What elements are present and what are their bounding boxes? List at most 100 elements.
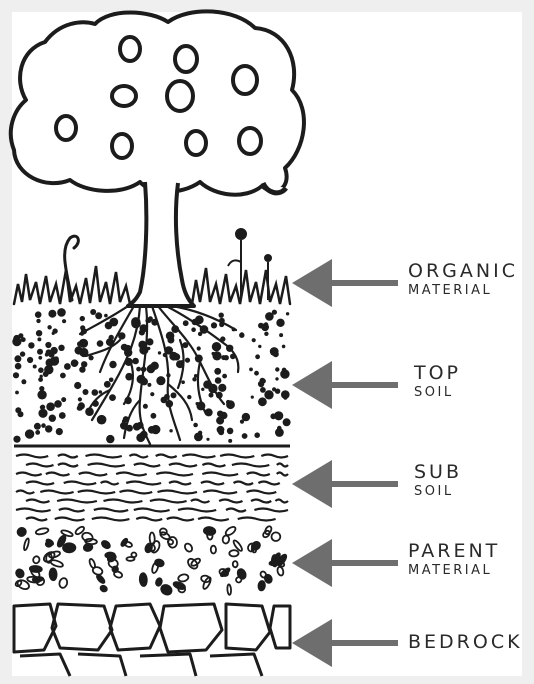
soil-dot <box>260 387 266 393</box>
soil-dot <box>279 333 283 337</box>
soil-dot <box>136 367 141 372</box>
soil-dot <box>212 352 215 355</box>
soil-dot <box>45 342 51 348</box>
soil-dot <box>158 351 161 354</box>
soil-dot <box>104 381 111 388</box>
soil-dot <box>258 397 267 406</box>
soil-dot <box>109 394 116 401</box>
soil-dot <box>277 426 282 431</box>
soil-dot <box>218 384 226 392</box>
soil-dot <box>52 328 57 333</box>
soil-dot <box>92 389 99 396</box>
label-line2: SOIL <box>414 485 462 498</box>
parent-pebble <box>139 573 147 586</box>
soil-dot <box>43 371 49 377</box>
soil-dot <box>254 371 259 376</box>
soil-dot <box>37 337 41 341</box>
soil-dot <box>13 436 20 443</box>
label-line1: BEDROCK <box>408 633 523 652</box>
soil-dot <box>77 341 83 347</box>
soil-dot <box>109 378 114 383</box>
soil-dot <box>12 337 21 346</box>
soil-dot <box>211 322 217 328</box>
soil-dot <box>34 423 41 430</box>
soil-dot <box>251 396 254 399</box>
soil-dot <box>28 342 34 348</box>
soil-dot <box>90 309 96 315</box>
soil-dot <box>206 438 209 441</box>
tree-canopy <box>11 11 304 194</box>
parent-pebble <box>258 581 265 591</box>
parent-pebble <box>63 543 76 552</box>
soil-dot <box>15 391 19 395</box>
label-organic: ORGANICMATERIAL <box>408 262 518 297</box>
soil-dot <box>78 402 85 409</box>
soil-dot <box>191 327 196 332</box>
soil-dot <box>38 409 47 418</box>
soil-dot <box>226 400 235 409</box>
soil-dot <box>35 311 42 318</box>
soil-dot <box>151 362 159 370</box>
soil-dot <box>78 397 82 401</box>
arrow-shaft <box>330 481 398 487</box>
soil-dot <box>220 412 228 420</box>
soil-dot <box>171 392 177 398</box>
soil-dot <box>156 376 165 385</box>
soil-dot <box>56 428 63 435</box>
soil-dot <box>21 379 26 384</box>
label-line1: PARENT <box>408 542 500 561</box>
soil-dot <box>80 316 85 321</box>
soil-dot <box>151 413 157 419</box>
soil-dot <box>264 390 273 399</box>
soil-dot <box>169 348 173 352</box>
soil-dot <box>106 435 114 443</box>
label-line2: MATERIAL <box>408 564 500 577</box>
soil-dot <box>104 314 108 318</box>
soil-dot <box>239 333 244 338</box>
soil-dot <box>242 413 250 421</box>
soil-dot <box>198 431 202 435</box>
soil-dot <box>36 330 42 336</box>
soil-dot <box>209 393 214 398</box>
soil-dot <box>84 390 88 394</box>
soil-dot <box>212 342 221 351</box>
soil-dot <box>227 428 234 435</box>
soil-dot <box>258 345 261 348</box>
soil-dot <box>151 425 160 434</box>
soil-dot <box>265 312 274 321</box>
soil-dot <box>48 310 56 318</box>
soil-dot <box>105 322 113 330</box>
soil-dot <box>75 361 78 364</box>
soil-dot <box>270 347 279 356</box>
parent-pebble <box>49 568 56 580</box>
arrow-shaft <box>330 280 398 286</box>
soil-dot <box>54 400 62 408</box>
soil-dot <box>221 355 226 360</box>
soil-dot <box>132 358 139 365</box>
soil-dot <box>60 373 66 379</box>
soil-dot <box>286 312 289 315</box>
soil-dot <box>222 374 227 379</box>
soil-dot <box>139 329 145 335</box>
soil-dot <box>57 308 66 317</box>
soil-dot <box>183 320 189 326</box>
label-line1: SUB <box>414 463 462 482</box>
label-line2: MATERIAL <box>408 284 518 297</box>
soil-dot <box>45 425 52 432</box>
soil-dot <box>201 388 204 391</box>
soil-dot <box>62 319 66 323</box>
soil-dot <box>109 361 116 368</box>
soil-dot <box>50 347 57 354</box>
soil-dot <box>37 349 43 355</box>
soil-dot <box>20 351 25 356</box>
soil-dot <box>169 429 172 432</box>
label-line2: SOIL <box>414 386 461 399</box>
arrow-shaft <box>330 560 398 566</box>
soil-dot <box>249 368 253 372</box>
soil-dot <box>97 340 104 347</box>
soil-dot <box>181 380 185 384</box>
soil-dot <box>81 361 87 367</box>
soil-dot <box>217 426 225 434</box>
soil-dot <box>255 354 260 359</box>
